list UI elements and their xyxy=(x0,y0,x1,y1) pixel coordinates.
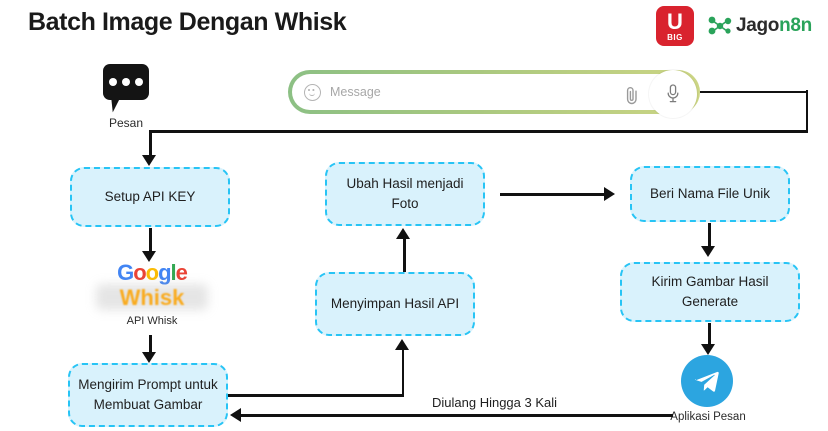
arrowhead-to-prompt xyxy=(142,352,156,363)
page-title: Batch Image Dengan Whisk xyxy=(28,8,347,36)
ubig-logo: U BIG xyxy=(655,6,694,46)
chat-bubble-icon xyxy=(103,64,149,100)
arrowhead-into-menyimpan xyxy=(395,339,409,350)
microphone-icon xyxy=(667,84,679,103)
arrowhead-into-setup xyxy=(142,155,156,166)
ubig-letter: U xyxy=(667,9,683,34)
connector-top-rail xyxy=(149,130,808,133)
message-input-field[interactable]: Message xyxy=(292,70,697,118)
node-label: Setup API KEY xyxy=(104,189,196,205)
node-kirim-gambar[interactable]: Kirim Gambar Hasil Generate xyxy=(620,262,800,322)
connector-setup-to-whisk xyxy=(149,228,152,254)
node-label: Kirim Gambar Hasil Generate xyxy=(651,274,769,309)
connector-up-to-menyimpan xyxy=(401,348,404,395)
jagon8n-wordmark: Jagon8n xyxy=(736,15,812,37)
node-label: Beri Nama File Unik xyxy=(649,186,771,202)
smiley-icon[interactable] xyxy=(304,83,321,101)
node-menyimpan-hasil[interactable]: Menyimpan Hasil API xyxy=(315,272,475,336)
connector-prompt-right xyxy=(228,394,404,397)
mic-button[interactable] xyxy=(649,70,697,118)
bubble-dot xyxy=(122,78,130,86)
connector-kirim-to-telegram xyxy=(708,323,711,347)
paper-plane-glyph xyxy=(695,371,719,392)
logo-group: U BIG Jagon8n xyxy=(655,6,812,46)
telegram-icon xyxy=(681,355,733,407)
google-whisk-logo: Google Whisk API Whisk xyxy=(90,262,214,327)
node-mengirim-prompt[interactable]: Mengirim Prompt untuk Membuat Gambar xyxy=(68,363,228,427)
arrowhead-loop-back xyxy=(230,408,241,422)
connector-into-setup xyxy=(149,130,152,158)
arrowhead-to-kirim xyxy=(701,246,715,257)
telegram-app: Aplikasi Pesan xyxy=(670,355,746,423)
loop-label: Diulang Hingga 3 Kali xyxy=(432,395,558,410)
message-placeholder: Message xyxy=(330,85,381,99)
connector-loop-back xyxy=(241,414,673,417)
message-source-label: Pesan xyxy=(108,116,144,130)
arrowhead-to-beri-nama xyxy=(604,187,615,201)
paperclip-icon[interactable] xyxy=(624,86,640,105)
google-wordmark: Google xyxy=(117,260,188,285)
node-label: Mengirim Prompt untuk Membuat Gambar xyxy=(78,377,218,412)
connector-msgbar-down xyxy=(805,90,808,132)
telegram-label: Aplikasi Pesan xyxy=(670,411,746,423)
node-beri-nama-file-unik[interactable]: Beri Nama File Unik xyxy=(630,166,790,222)
jagon8n-suffix: n8n xyxy=(779,15,812,36)
jagon8n-prefix: Jago xyxy=(735,15,780,36)
whisk-wordmark: Whisk xyxy=(119,285,185,310)
node-ubah-hasil[interactable]: Ubah Hasil menjadi Foto xyxy=(325,162,485,226)
message-source: Pesan xyxy=(96,64,156,130)
message-input-bar[interactable]: Message xyxy=(288,70,700,118)
jagon8n-logo: Jagon8n xyxy=(706,13,812,39)
connector-menyimpan-to-ubah xyxy=(403,238,406,272)
node-label: Menyimpan Hasil API xyxy=(330,296,460,312)
arrowhead-to-telegram xyxy=(701,344,715,355)
connector-beri-to-kirim xyxy=(708,223,711,249)
node-setup-api-key[interactable]: Setup API KEY xyxy=(70,167,230,227)
node-label: Ubah Hasil menjadi Foto xyxy=(346,176,464,211)
bubble-dot xyxy=(135,78,143,86)
arrowhead-to-whisk xyxy=(142,251,156,262)
whisk-blur-overlay xyxy=(96,284,208,310)
node-cluster-icon xyxy=(708,16,732,35)
connector-whisk-to-prompt xyxy=(149,335,152,355)
arrowhead-to-ubah xyxy=(396,228,410,239)
bubble-dot xyxy=(109,78,117,86)
ubig-sub: BIG xyxy=(667,33,683,42)
whisk-caption: API Whisk xyxy=(126,315,178,327)
connector-msgbar-right xyxy=(700,90,808,93)
connector-ubah-to-beri xyxy=(500,193,606,196)
